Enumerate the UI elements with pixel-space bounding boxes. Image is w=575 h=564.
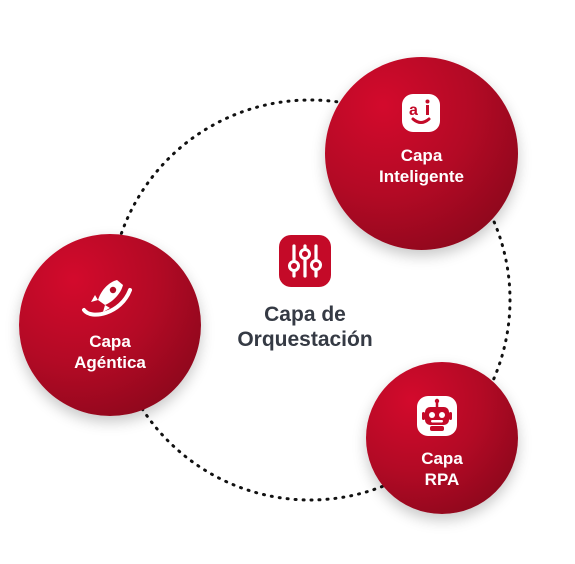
svg-text:a: a (409, 102, 418, 119)
orchestration-title-line2: Orquestación (237, 328, 373, 351)
node-agentica-label: Capa Agéntica (19, 331, 201, 373)
orchestration-title: Capa de Orquestación (215, 302, 395, 352)
node-rpa-label: Capa RPA (366, 448, 518, 490)
sliders-icon (279, 235, 331, 287)
node-agentica-line1: Capa (89, 332, 131, 351)
node-capa-inteligente: a Capa Inteligente (325, 57, 518, 250)
rocket-icon (81, 274, 133, 322)
robot-icon (417, 396, 457, 436)
node-capa-rpa: Capa RPA (366, 362, 518, 514)
node-capa-agentica: Capa Agéntica (19, 234, 201, 416)
orchestration-layer: Capa de Orquestación (215, 235, 395, 352)
node-rpa-line2: RPA (424, 470, 460, 489)
orchestration-title-line1: Capa de (264, 303, 346, 326)
ai-face-icon: a (402, 94, 440, 132)
node-inteligente-label: Capa Inteligente (325, 145, 518, 187)
node-agentica-line2: Agéntica (74, 353, 146, 372)
node-inteligente-line2: Inteligente (378, 167, 464, 186)
node-inteligente-line1: Capa (400, 146, 443, 165)
node-rpa-line1: Capa (421, 449, 463, 468)
